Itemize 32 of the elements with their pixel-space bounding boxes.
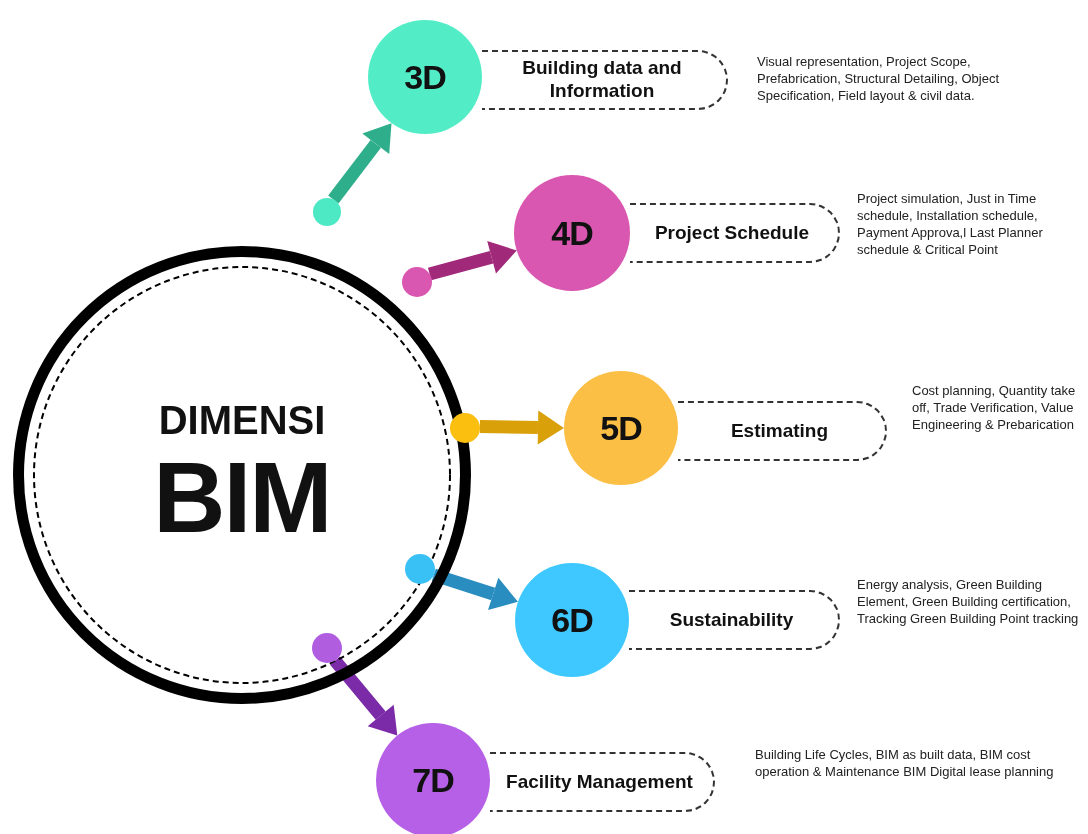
category-label: Facility Management [506, 770, 693, 794]
category-pill [678, 401, 887, 461]
category-label: Sustainability [669, 608, 794, 632]
dimension-label: 4D [551, 213, 593, 253]
marker-dot [312, 633, 342, 663]
category-label: Project Schedule [654, 221, 810, 245]
dimension-ring [13, 246, 471, 704]
marker-dot [405, 554, 435, 584]
arrow [431, 568, 518, 611]
arrow [328, 123, 392, 204]
description-text: Visual representation, Project Scope, Prefabrication, Structural Detailing, Object Specification, Field layout & civil data. [757, 53, 1001, 104]
category-label: Building data and Information [521, 57, 683, 103]
dimension-label: 7D [412, 760, 454, 800]
dimension-label: 3D [404, 57, 446, 97]
category-pill [630, 203, 840, 263]
marker-dot [313, 198, 341, 226]
description-text: Project simulation, Just in Time schedule, Installation schedule, Payment Approva,l Last Planner schedule & Critical Point [857, 190, 1044, 258]
description-text: Building Life Cycles, BIM as built data, BIM cost operation & Maintenance BIM Digital lease planning [755, 746, 1055, 780]
marker-dot [402, 267, 432, 297]
category-pill [629, 590, 840, 650]
title-text: BIM [153, 442, 331, 552]
category-pill [490, 752, 715, 812]
description-text: Cost planning, Quantity take off, Trade Verification, Value Engineering & Prebarication [912, 382, 1077, 433]
category-pill [482, 50, 728, 110]
category-label: Estimating [730, 419, 829, 443]
description-text: Energy analysis, Green Building Element, Green Building certification, Tracking Green Building Point tracking [857, 576, 1080, 627]
dimension-label: 6D [551, 600, 593, 640]
dimension-label: 5D [600, 408, 642, 448]
subtitle-text: DIMENSI [158, 398, 326, 442]
arrow [427, 240, 517, 281]
arrow [330, 656, 398, 736]
marker-dot [450, 413, 480, 443]
